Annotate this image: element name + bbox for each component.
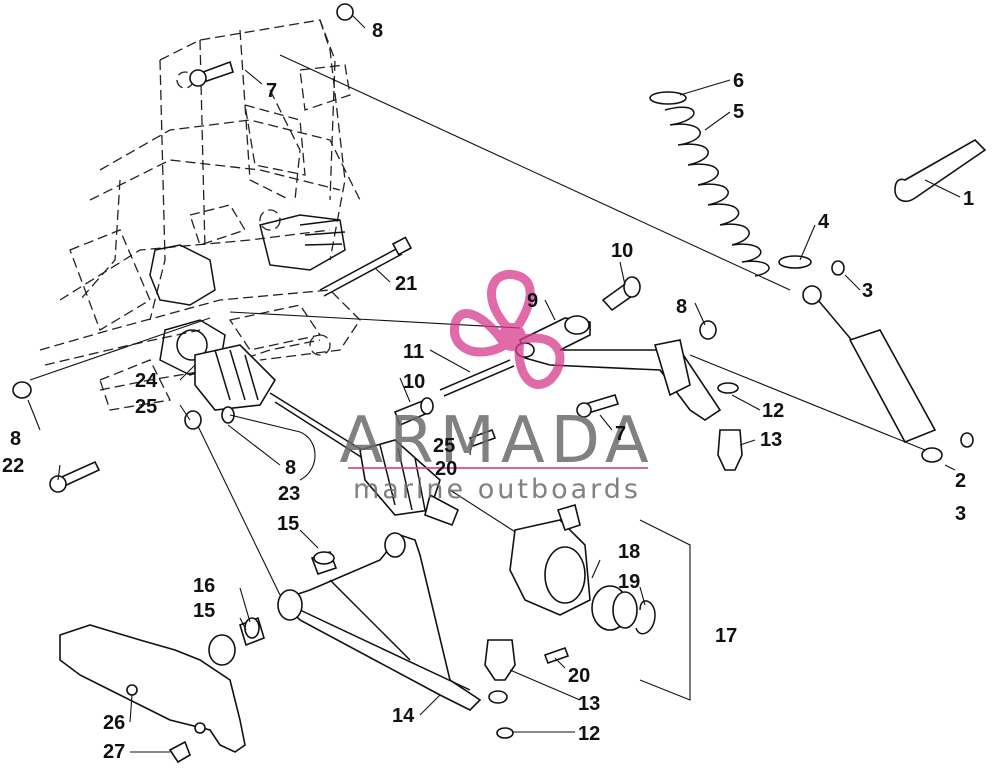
- coil-spring: [649, 91, 770, 277]
- leader-lines: [27, 14, 961, 753]
- callout-6: 6: [733, 70, 744, 92]
- callout-17: 17: [715, 625, 737, 647]
- lower-a-arm: [277, 532, 482, 711]
- bracket-17: [639, 519, 691, 701]
- callout-26: 26: [103, 712, 125, 734]
- callout-10: 10: [611, 240, 633, 262]
- frame-fasteners: [12, 3, 354, 493]
- axle-hub-bolt-21: [319, 236, 413, 297]
- callout-24: 24: [135, 370, 158, 392]
- cv-axle: [194, 344, 460, 527]
- callout-8: 8: [676, 296, 687, 318]
- upper-bolt-7: [576, 394, 620, 418]
- steering-knuckle: [509, 503, 591, 616]
- skid-plate: [59, 624, 246, 764]
- callout-8: 8: [372, 20, 383, 42]
- upper-arm-bushing: [393, 276, 641, 427]
- callout-12: 12: [762, 400, 784, 422]
- lower-ball-joint: [484, 639, 516, 739]
- callout-14: 14: [392, 705, 415, 727]
- callout-13: 13: [760, 429, 782, 451]
- upper-arm-pivot-bolt: [439, 359, 515, 397]
- callout-25: 25: [135, 396, 157, 418]
- callout-labels: 1 2 3 3 4 5 6 7 7 8 8 8 8 9 10 10 11 12 …: [2, 20, 974, 763]
- callout-25: 25: [433, 435, 455, 457]
- callout-7: 7: [615, 423, 626, 445]
- callout-2: 2: [955, 470, 966, 492]
- callout-3: 3: [862, 280, 873, 302]
- callout-13: 13: [578, 693, 600, 715]
- callout-18: 18: [618, 541, 640, 563]
- callout-10: 10: [403, 371, 425, 393]
- callout-9: 9: [527, 290, 538, 312]
- watermark-brand: ARMADA: [339, 404, 654, 478]
- wheel-bearing: [591, 585, 638, 631]
- callout-4: 4: [818, 211, 830, 233]
- callout-21: 21: [395, 273, 417, 295]
- upper-ball-joint: [717, 382, 743, 471]
- callout-3: 3: [955, 503, 966, 525]
- axle-circlip: [184, 406, 235, 430]
- spanner-wrench: [894, 139, 987, 202]
- callout-1: 1: [963, 188, 974, 210]
- callout-12: 12: [578, 723, 600, 745]
- armada-watermark: ARMADA marine outboards: [339, 270, 654, 505]
- callout-15: 15: [193, 600, 215, 622]
- upper-nut-8: [699, 320, 717, 340]
- watermark-tagline: marine outboards: [353, 474, 641, 505]
- callout-20: 20: [568, 665, 590, 687]
- upper-a-arm: [515, 315, 722, 421]
- callout-8: 8: [10, 428, 21, 450]
- callout-19: 19: [618, 571, 640, 593]
- snap-ring: [635, 600, 656, 635]
- engine-gearcase: [149, 214, 346, 376]
- callout-16: 16: [193, 575, 215, 597]
- callout-7: 7: [266, 80, 277, 102]
- mounting-lines: [29, 54, 926, 596]
- callout-20: 20: [435, 458, 457, 480]
- callout-22: 22: [2, 455, 24, 477]
- vehicle-frame: [39, 19, 361, 411]
- callout-15: 15: [277, 513, 299, 535]
- propeller-logo-icon: [450, 270, 565, 389]
- knuckle-bolt-20: [468, 428, 570, 665]
- callout-5: 5: [733, 101, 744, 123]
- callout-8: 8: [285, 457, 296, 479]
- callout-23: 23: [278, 483, 300, 505]
- shock-absorber: [778, 255, 974, 463]
- callout-11: 11: [403, 341, 424, 363]
- callout-27: 27: [103, 741, 125, 763]
- lower-arm-bushing: [208, 550, 338, 666]
